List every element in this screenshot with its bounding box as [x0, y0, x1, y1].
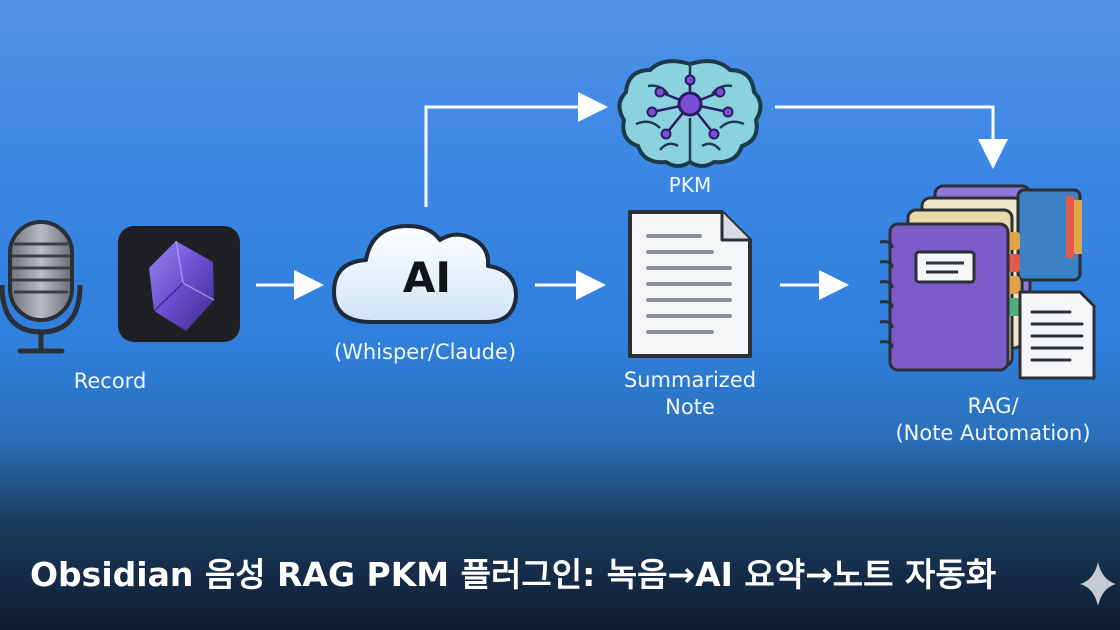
page-title: Obsidian 음성 RAG PKM 플러그인: 녹음→AI 요약→노트 자동…: [30, 555, 997, 594]
ai-icon-text: AI: [402, 253, 452, 302]
sparkle-icon: [1080, 562, 1116, 606]
rag-label-line2: (Note Automation): [895, 421, 1091, 445]
pkm-label: PKM: [668, 173, 712, 197]
rag-label: RAG/ (Note Automation): [880, 393, 1106, 447]
summarized-note-label: Summarized Note: [600, 367, 780, 421]
flow-arrows: [256, 92, 1008, 300]
obsidian-logo-icon: [118, 226, 240, 342]
notebook-stack-icon: [879, 184, 1096, 380]
document-icon: [628, 210, 752, 358]
summarized-note-label-line2: Note: [665, 395, 715, 419]
notebook-tabs: [1008, 232, 1020, 316]
record-label: Record: [73, 369, 147, 393]
ai-label: (Whisper/Claude): [333, 340, 517, 364]
brain-icon: [617, 59, 763, 168]
microphone-icon: [0, 220, 83, 354]
rag-label-line1: RAG/: [967, 394, 1019, 418]
summarized-note-label-line1: Summarized: [623, 368, 757, 392]
cloud-icon: [332, 224, 518, 324]
